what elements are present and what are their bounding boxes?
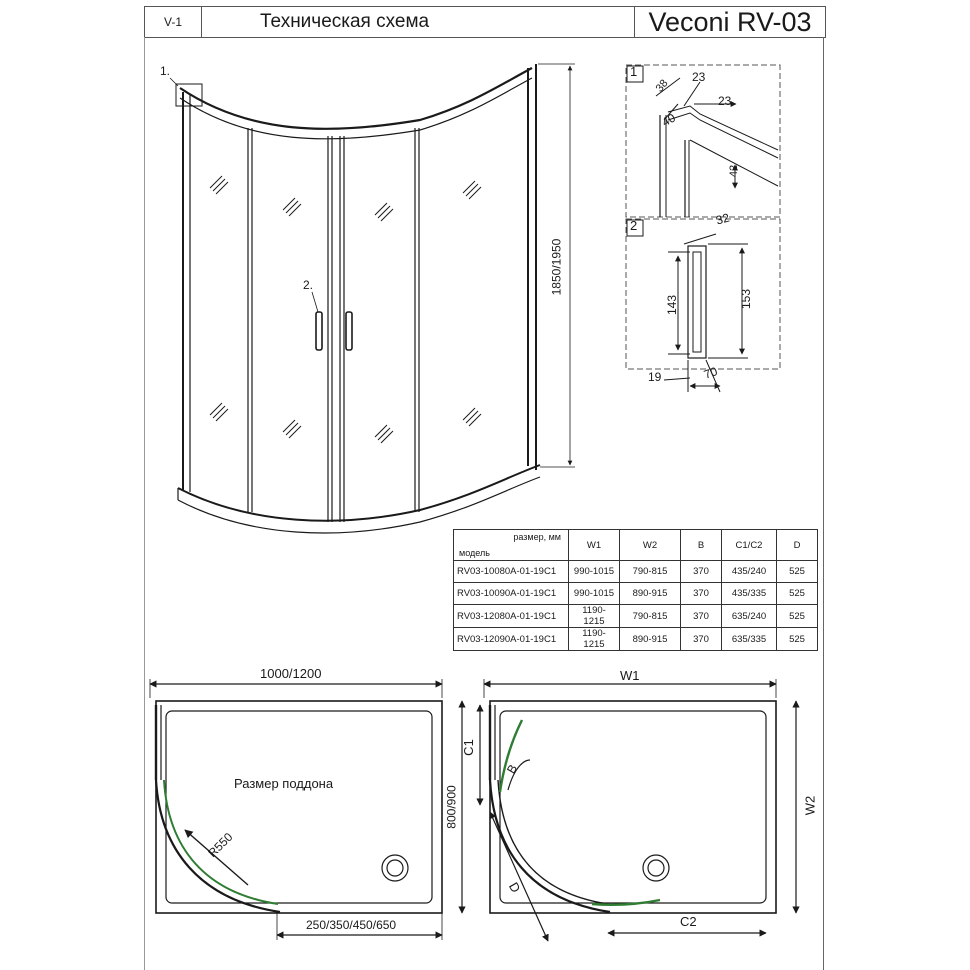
- detail-1-dim-b: 23: [692, 70, 706, 84]
- version-label: V-1: [145, 7, 202, 37]
- column-header: D: [776, 529, 818, 561]
- table-row: RV03-10080A-01-19C1 990-1015 790-815 370…: [453, 560, 818, 583]
- elevation-view: [169, 63, 575, 534]
- column-header: C1/C2: [721, 529, 777, 561]
- column-header: B: [680, 529, 722, 561]
- tray-size-label: Размер поддона: [234, 776, 334, 791]
- table-cell: 790-815: [619, 560, 681, 583]
- detail-2-drawing: [625, 218, 781, 393]
- corner-size-label: размер, мм: [513, 532, 561, 542]
- table-cell: 525: [776, 582, 818, 605]
- table-cell: 370: [680, 627, 722, 651]
- height-dimension-label: 1850/1950: [549, 238, 564, 296]
- plan-depth-label: 800/900: [444, 785, 459, 829]
- table-cell: 635/335: [721, 627, 777, 651]
- table-cell: 1190-1215: [568, 604, 620, 628]
- table-cell: 890-915: [619, 627, 681, 651]
- table-cell: 635/240: [721, 604, 777, 628]
- table-cell: RV03-12080A-01-19C1: [453, 604, 569, 628]
- table-row: RV03-12090A-01-19C1 1190-1215 890-915 37…: [453, 627, 818, 651]
- c2-label: C2: [680, 914, 697, 929]
- table-cell: RV03-12090A-01-19C1: [453, 627, 569, 651]
- bottom-width-label: 250/350/450/650: [306, 918, 397, 932]
- table-cell: 370: [680, 560, 722, 583]
- callout-2-label: 2.: [303, 278, 314, 292]
- plan-view-left: [149, 679, 466, 940]
- table-row: RV03-12080A-01-19C1 1190-1215 790-815 37…: [453, 604, 818, 628]
- sheet-border-left: [144, 37, 145, 970]
- page-title: Техническая схема: [202, 7, 635, 37]
- plan-width-label: 1000/1200: [260, 666, 322, 681]
- corner-model-label: модель: [459, 548, 490, 558]
- w1-label: W1: [620, 668, 640, 683]
- detail-1-dim-e: 42: [728, 164, 741, 178]
- spec-table-corner: размер, мм модель: [453, 529, 569, 561]
- detail-2-dim-b: 143: [665, 294, 680, 316]
- table-cell: 370: [680, 582, 722, 605]
- sheet-border-right: [823, 37, 824, 970]
- table-cell: 435/335: [721, 582, 777, 605]
- table-cell: 990-1015: [568, 560, 620, 583]
- c1-label: C1: [460, 739, 476, 756]
- table-cell: RV03-10090A-01-19C1: [453, 582, 569, 605]
- table-cell: 525: [776, 604, 818, 628]
- detail-1-dim-c: 23: [718, 94, 732, 108]
- table-cell: RV03-10080A-01-19C1: [453, 560, 569, 583]
- detail-1-index: 1: [630, 64, 638, 79]
- plan-view-right: [476, 679, 800, 942]
- detail-2-dim-d: 19: [648, 370, 662, 384]
- table-row: RV03-10090A-01-19C1 990-1015 890-915 370…: [453, 582, 818, 605]
- column-header: W1: [568, 529, 620, 561]
- detail-2-index: 2: [630, 218, 638, 233]
- table-cell: 370: [680, 604, 722, 628]
- callout-1-label: 1.: [160, 64, 171, 78]
- column-header: W2: [619, 529, 681, 561]
- detail-1-drawing: [625, 64, 781, 218]
- table-cell: 525: [776, 560, 818, 583]
- title-block: V-1 Техническая схема Veconi RV-03: [144, 6, 826, 38]
- w2-label: W2: [802, 795, 818, 816]
- table-cell: 990-1015: [568, 582, 620, 605]
- table-cell: 890-915: [619, 582, 681, 605]
- table-cell: 525: [776, 627, 818, 651]
- detail-2-dim-c: 153: [739, 288, 754, 310]
- spec-table: размер, мм модель W1 W2 B C1/C2 D RV03-1…: [453, 529, 818, 651]
- table-cell: 790-815: [619, 604, 681, 628]
- table-cell: 1190-1215: [568, 627, 620, 651]
- table-cell: 435/240: [721, 560, 777, 583]
- model-name: Veconi RV-03: [648, 6, 812, 37]
